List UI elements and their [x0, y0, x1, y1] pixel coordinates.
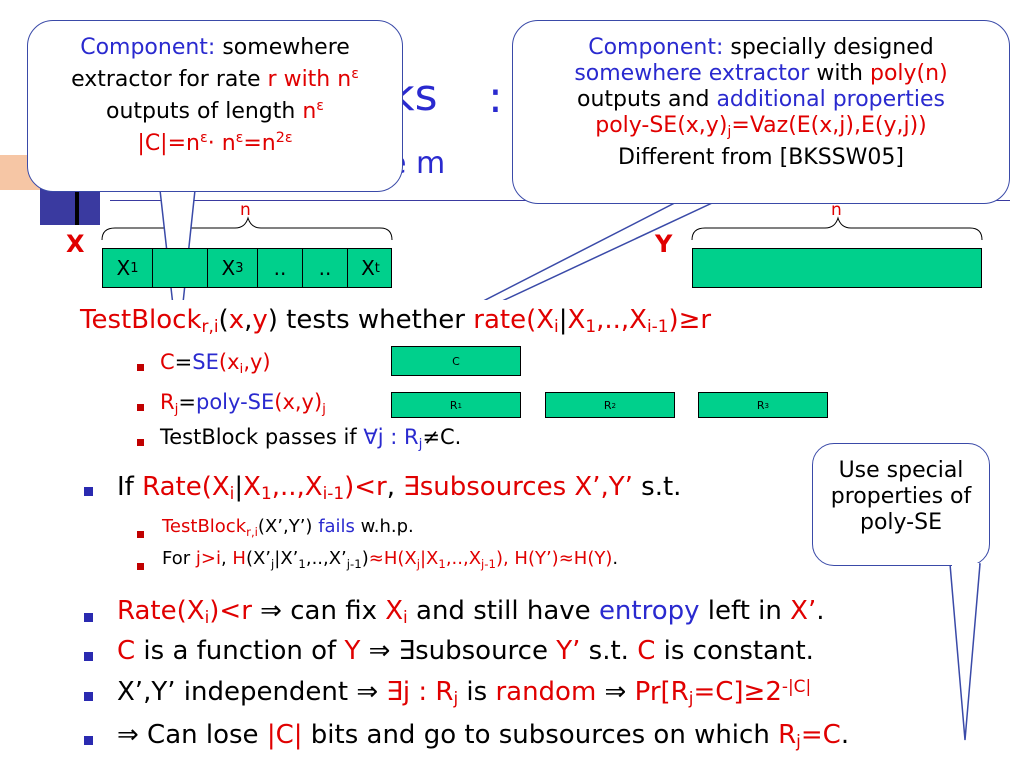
bullet — [84, 652, 93, 661]
bullet — [137, 563, 144, 570]
callout-pointer-cover — [952, 563, 979, 567]
bullet — [84, 736, 93, 745]
slide-title-dot: : — [488, 72, 503, 123]
bullet-pass-condition: TestBlock passes if ∀j : Rj≠C. — [160, 425, 462, 452]
y-label: Y — [655, 230, 673, 258]
bullet — [137, 531, 144, 538]
bullet — [137, 404, 144, 411]
bullet — [84, 487, 93, 496]
bullet — [84, 692, 93, 701]
y-source-block — [692, 248, 982, 288]
x-label: X — [66, 230, 85, 258]
bottom-bullet-2: C is a function of Y ⇒ ∃subsource Y’ s.t… — [117, 636, 814, 666]
testblock-heading: TestBlockr,i(x,y) tests whether rate(Xi|… — [80, 305, 712, 336]
n-label-right: n — [831, 200, 842, 220]
bullet — [137, 364, 144, 371]
callout-somewhere-extractor: Component: somewhere extractor for rate … — [27, 20, 403, 192]
bottom-bullet-3: X’,Y’ independent ⇒ ∃j : Rj is random ⇒ … — [117, 676, 812, 708]
bullet — [137, 439, 144, 446]
n-label-left: n — [240, 200, 251, 220]
if-rate-line: If Rate(Xi|X1,..,Xi-1)<r, ∃subsources X’… — [117, 472, 682, 503]
x-cell-5: .. — [303, 249, 348, 287]
callout-poly-se: Component: specially designed somewhere … — [512, 20, 1010, 204]
x-cell-4: .. — [258, 249, 303, 287]
callout-use-special-properties: Use special properties of poly-SE — [812, 443, 990, 566]
bullet-entropy-preserved: For j>i, H(X’j|X’1,..,X’j-1)≈H(Xj|X1,..,… — [162, 548, 619, 571]
bullet-fails: TestBlockr,i(X’,Y’) fails w.h.p. — [162, 516, 414, 539]
c-box: C — [391, 346, 521, 376]
x-cell-2 — [153, 249, 208, 287]
bottom-bullet-1: Rate(Xi)<r ⇒ can fix Xi and still have e… — [117, 596, 825, 627]
bottom-bullet-4: ⇒ Can lose |C| bits and go to subsources… — [117, 720, 850, 751]
bullet-c-def: C=SE(xi,y) — [160, 350, 271, 377]
bullet-r-def: Rj=poly-SE(x,y)j — [160, 390, 326, 417]
bullet — [84, 613, 93, 622]
